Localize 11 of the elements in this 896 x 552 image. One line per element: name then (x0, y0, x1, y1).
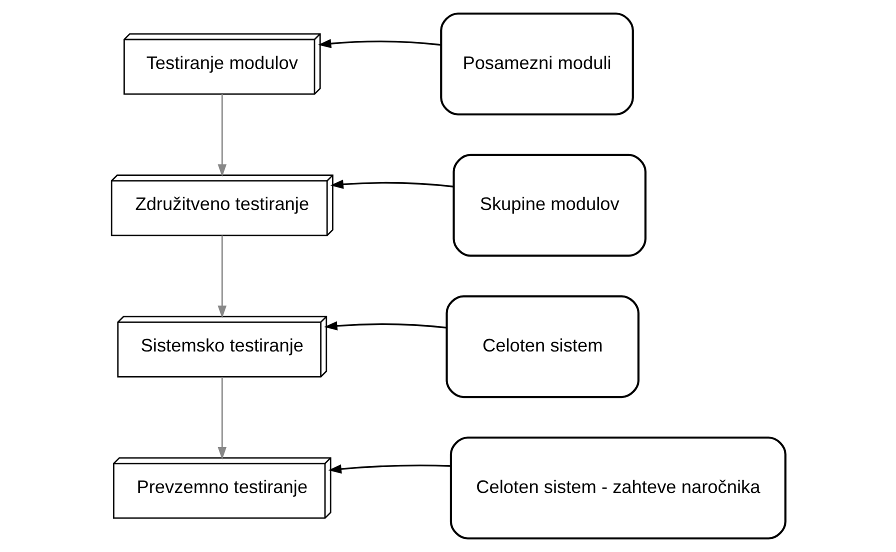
arrow (328, 464, 450, 474)
node-box: Celoten sistem - zahteve naročnika (449, 436, 786, 540)
node-box: Posamezni moduli (440, 12, 634, 116)
node-box: Celoten sistem (445, 295, 640, 398)
node-box: Skupine modulov (452, 154, 646, 257)
arrow (330, 180, 454, 189)
arrow (217, 376, 226, 460)
arrow (324, 321, 446, 330)
arrow (217, 94, 226, 177)
arrow (217, 235, 226, 318)
arrow (318, 38, 441, 48)
